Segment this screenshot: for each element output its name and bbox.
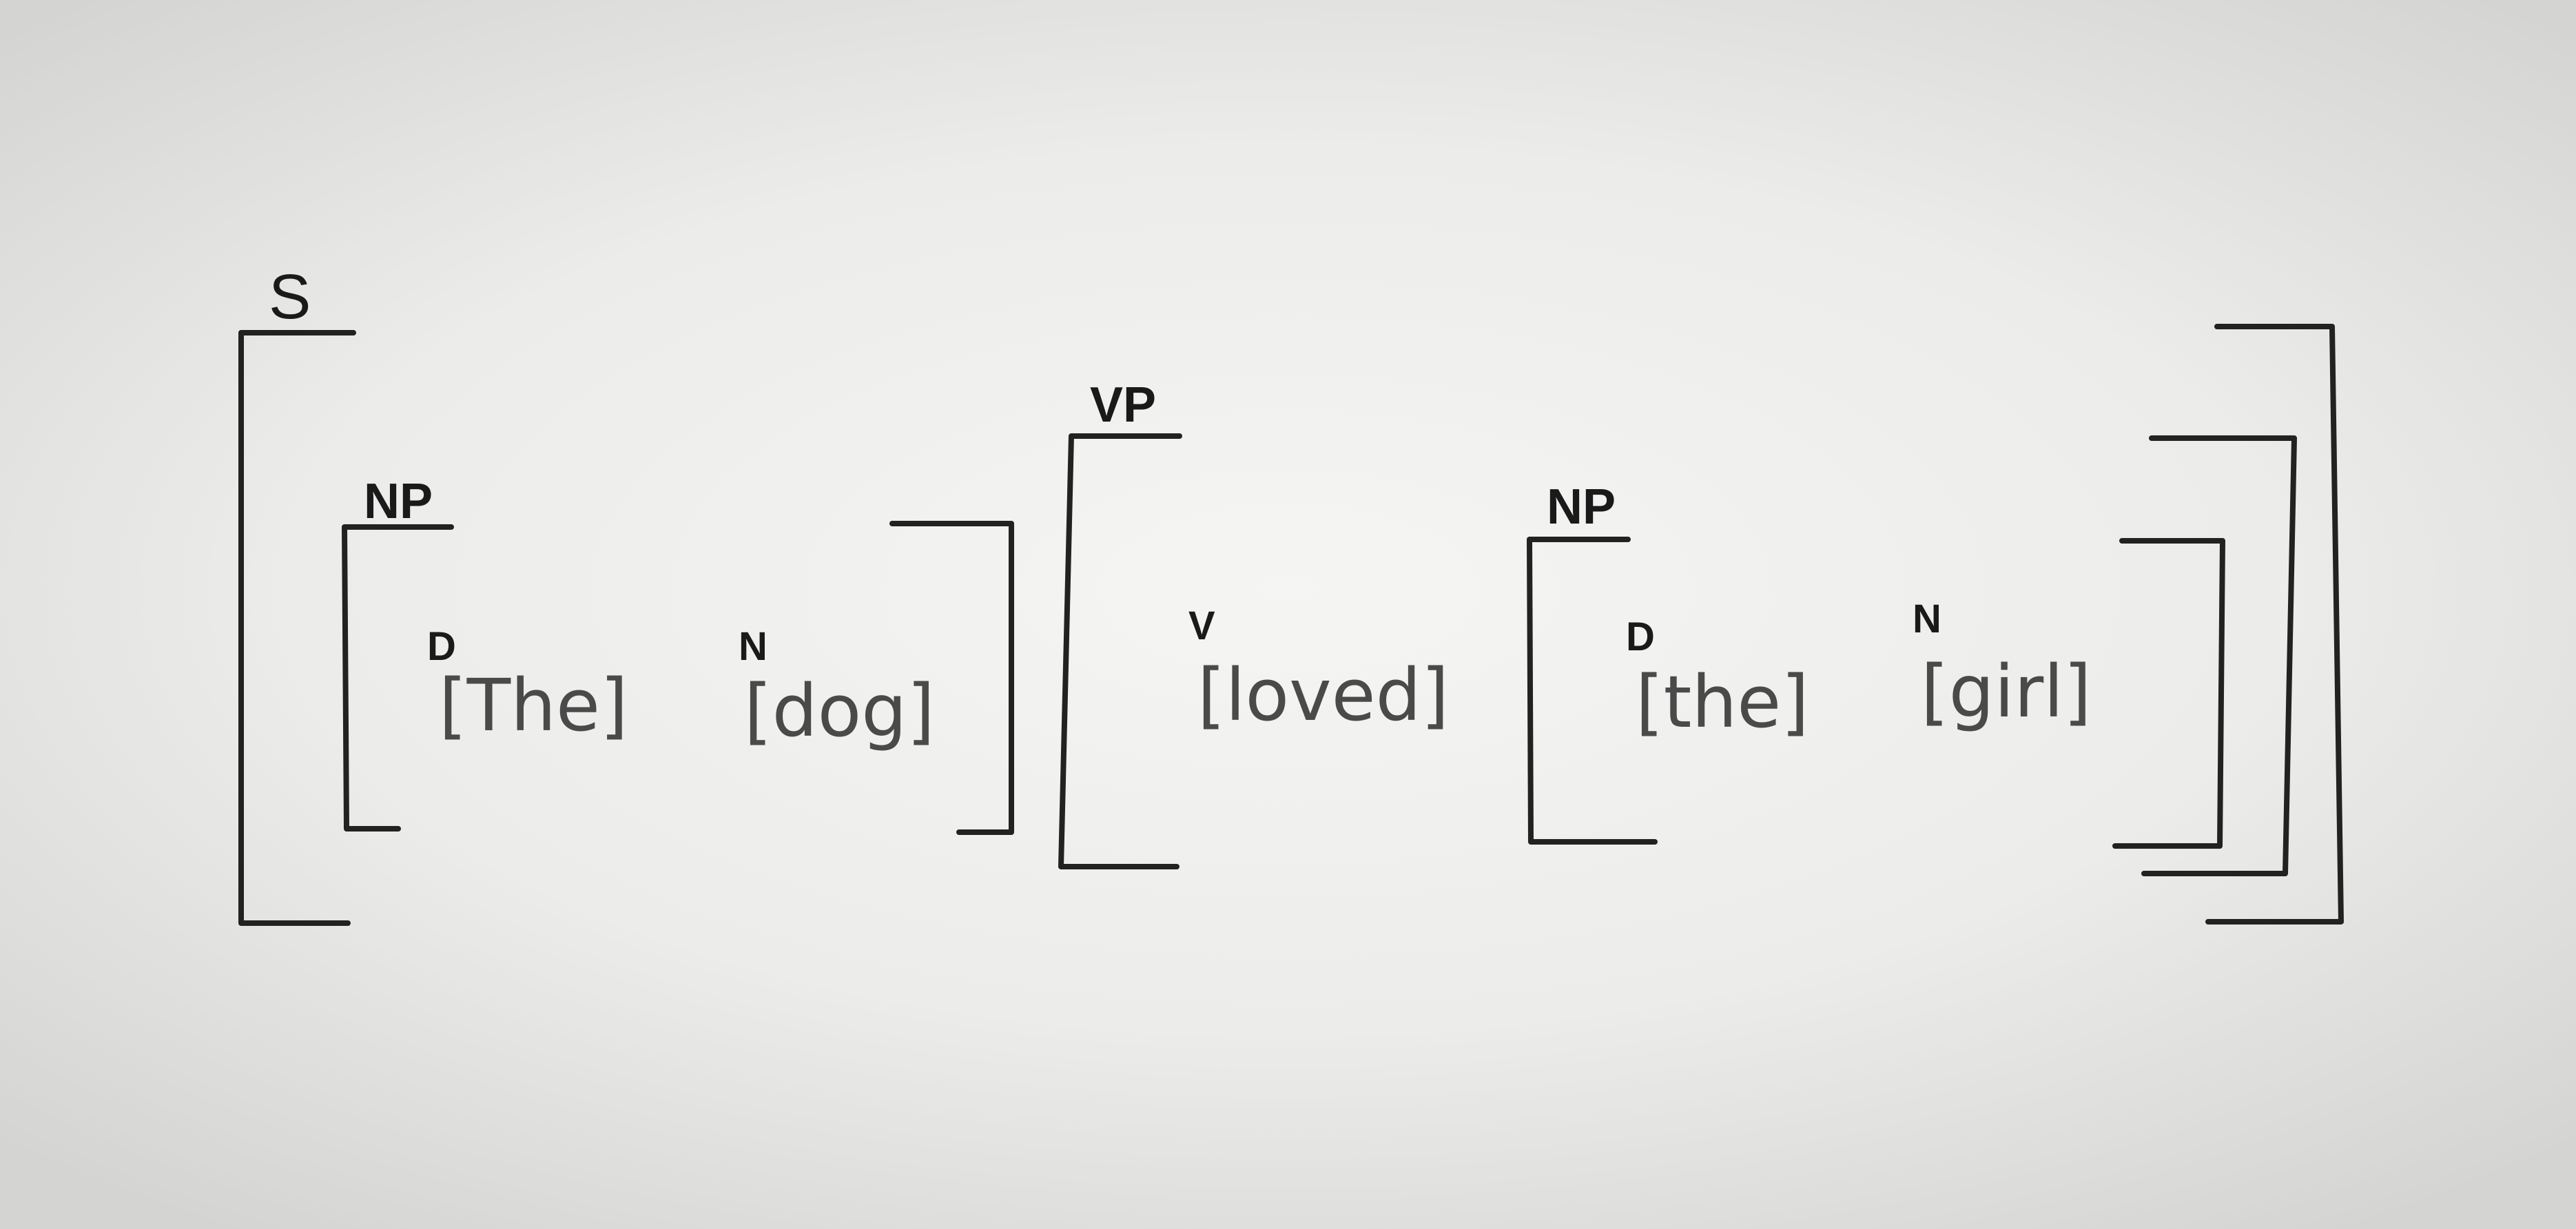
subject-np-open-bracket bbox=[342, 524, 454, 832]
subject-np-constituent: NP D [The] N [dog] bbox=[342, 474, 1014, 835]
vp-constituent: VP V [loved] bbox=[1058, 378, 2297, 876]
object-noun-label: N bbox=[1913, 597, 1941, 641]
s-label: S bbox=[269, 262, 311, 332]
s-close-bracket bbox=[2205, 324, 2344, 925]
object-np-label: NP bbox=[1547, 479, 1616, 535]
object-np-open-bracket bbox=[1527, 537, 1658, 845]
vp-close-bracket bbox=[2141, 435, 2297, 876]
s-open-bracket bbox=[238, 330, 356, 926]
object-noun-word: [girl] bbox=[1921, 650, 2092, 734]
verb-word: [loved] bbox=[1197, 653, 1449, 737]
vp-open-bracket bbox=[1058, 433, 1182, 869]
subject-det-label: D bbox=[427, 624, 456, 669]
object-np-constituent: NP D [the] N [girl] bbox=[1527, 479, 2225, 849]
object-det-word: [the] bbox=[1636, 660, 1809, 744]
vp-label: VP bbox=[1090, 378, 1156, 433]
verb-label: V bbox=[1188, 603, 1215, 648]
subject-noun-word: [dog] bbox=[744, 669, 935, 753]
object-det-label: D bbox=[1626, 614, 1655, 659]
subject-np-close-bracket bbox=[889, 521, 1014, 835]
subject-np-label: NP bbox=[364, 474, 433, 529]
subject-noun-label: N bbox=[739, 624, 767, 669]
subject-det-word: [The] bbox=[439, 663, 628, 747]
s-constituent: S bbox=[238, 262, 2344, 926]
object-np-close-bracket bbox=[2112, 538, 2225, 849]
